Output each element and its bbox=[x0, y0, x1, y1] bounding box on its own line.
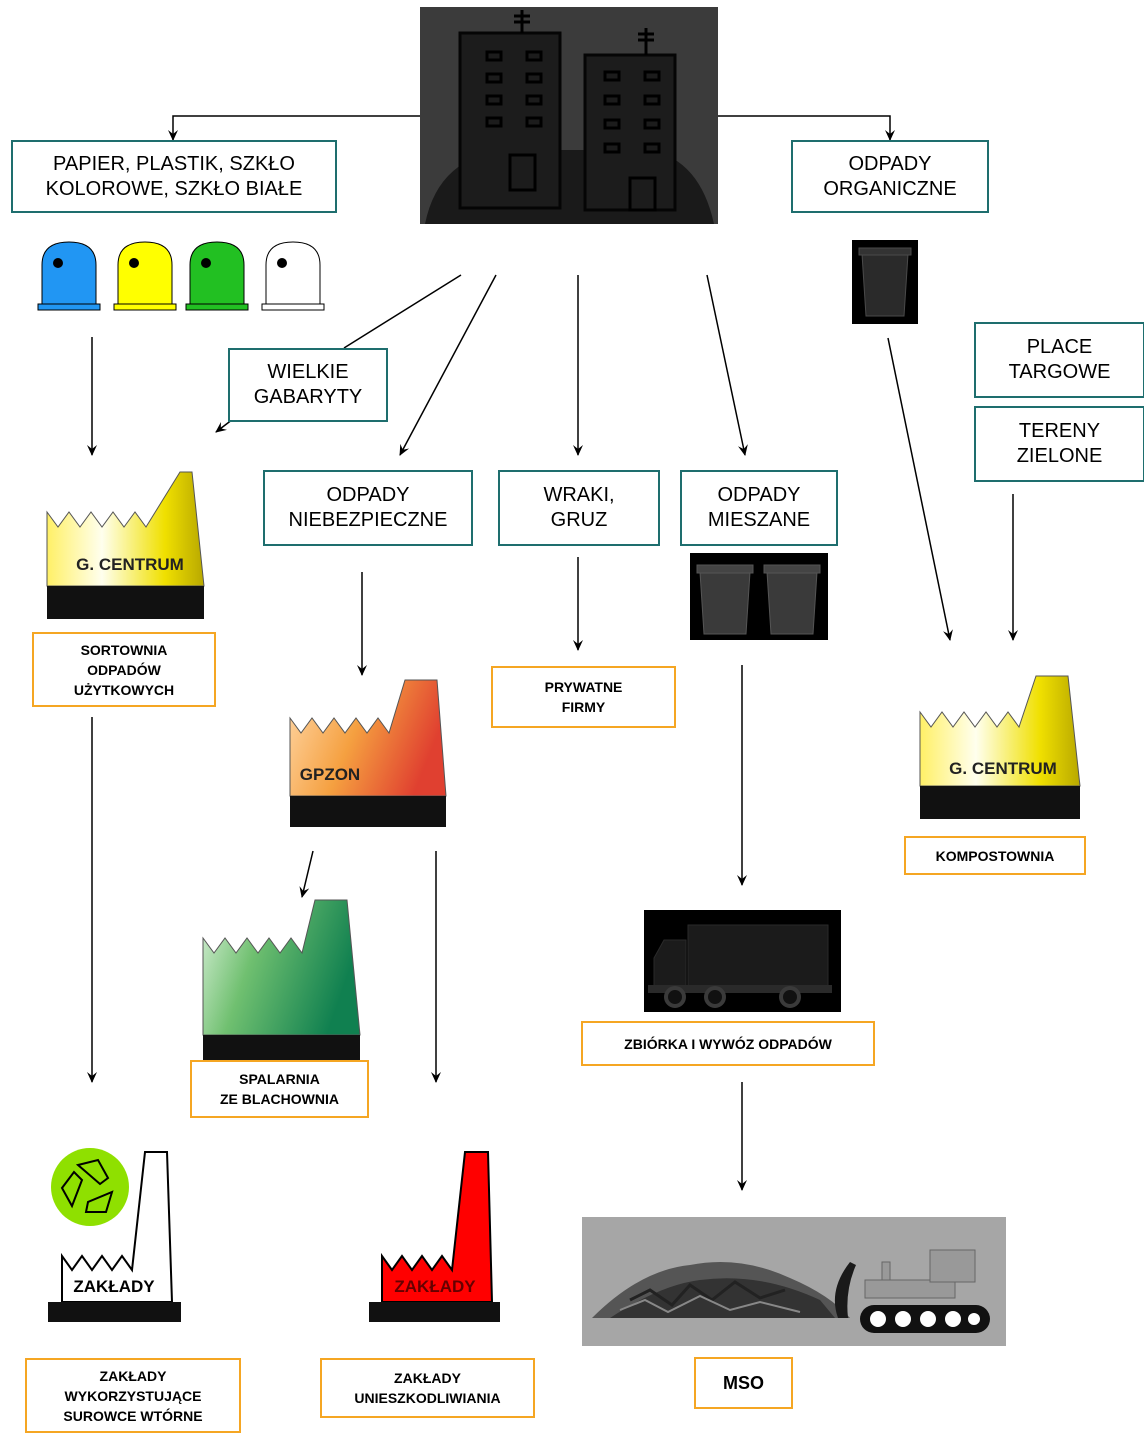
gcentrum-right-factory: G. CENTRUM bbox=[919, 675, 1081, 819]
organic-bin-image bbox=[852, 240, 918, 324]
arrow-organic-to-gcentrum bbox=[887, 337, 953, 641]
recycling-plants-factory: ZAKŁADY bbox=[48, 1148, 181, 1322]
mso-box: MSO bbox=[694, 1357, 793, 1409]
bin-white-icon bbox=[261, 241, 325, 311]
markets-box: PLACE TARGOWE bbox=[974, 322, 1144, 398]
recyclables-box: PAPIER, PLASTIK, SZKŁO KOLOROWE, SZKŁO B… bbox=[11, 140, 337, 213]
bin-yellow-icon bbox=[113, 241, 177, 311]
hazardous-box: ODPADY NIEBEZPIECZNE bbox=[263, 470, 473, 546]
incinerator-box: SPALARNIA ZE BLACHOWNIA bbox=[190, 1060, 369, 1118]
arrow-to-mixed bbox=[706, 274, 748, 456]
collection-box: ZBIÓRKA I WYWÓZ ODPADÓW bbox=[581, 1021, 875, 1066]
building-left bbox=[458, 10, 562, 210]
private-box: PRYWATNE FIRMY bbox=[491, 666, 676, 728]
organic-box: ODPADY ORGANICZNE bbox=[791, 140, 989, 213]
arrow-to-hazardous bbox=[399, 274, 497, 456]
neutralization-factory: ZAKŁADY bbox=[369, 1151, 500, 1322]
gpzon-label: GPZON bbox=[300, 765, 360, 784]
gcentrum-left-label: G. CENTRUM bbox=[76, 555, 184, 574]
bin-blue-icon bbox=[37, 241, 101, 311]
recycling-bins bbox=[37, 241, 325, 311]
recycling-plants-box: ZAKŁADY WYKORZYSTUJĄCE SUROWCE WTÓRNE bbox=[25, 1358, 241, 1433]
neutralization-box: ZAKŁADY UNIESZKODLIWIANIA bbox=[320, 1358, 535, 1418]
composting-box: KOMPOSTOWNIA bbox=[904, 836, 1086, 875]
plants-red-label: ZAKŁADY bbox=[394, 1277, 476, 1296]
gcentrum-left-factory: G. CENTRUM bbox=[46, 471, 205, 619]
plants-white-label: ZAKŁADY bbox=[73, 1277, 155, 1296]
incinerator-factory bbox=[202, 899, 361, 1068]
sorting-box: SORTOWNIA ODPADÓW UŻYTKOWYCH bbox=[32, 632, 216, 707]
arrow-to-recyclables bbox=[168, 115, 420, 141]
garbage-truck-image bbox=[644, 910, 841, 1012]
bin-green-icon bbox=[185, 241, 249, 311]
landfill-image bbox=[582, 1217, 1006, 1346]
bulky-box: WIELKIE GABARYTY bbox=[228, 348, 388, 422]
gpzon-factory: GPZON bbox=[289, 679, 447, 827]
mixed-box: ODPADY MIESZANE bbox=[680, 470, 838, 546]
gcentrum-right-label: G. CENTRUM bbox=[949, 759, 1057, 778]
recycle-icon bbox=[60, 1158, 114, 1213]
mixed-bins-image bbox=[690, 553, 828, 640]
building-right bbox=[583, 28, 677, 212]
apartment-buildings-image bbox=[420, 7, 718, 224]
line-to-bulky bbox=[343, 274, 462, 349]
arrow-to-organic bbox=[718, 115, 895, 141]
arrow-gpzon-to-incinerator bbox=[299, 850, 314, 898]
wrecks-box: WRAKI, GRUZ bbox=[498, 470, 660, 546]
green-areas-box: TERENY ZIELONE bbox=[974, 406, 1144, 482]
